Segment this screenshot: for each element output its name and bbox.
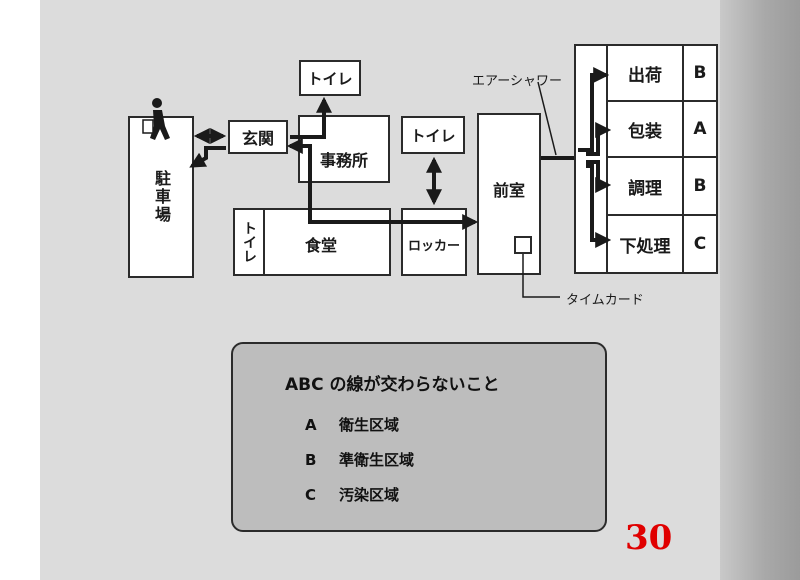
- walking-person-icon: [142, 98, 170, 140]
- room-parking: 駐車場: [128, 116, 194, 278]
- legend-code: A: [305, 416, 317, 434]
- line-genkan-toilet: [290, 96, 332, 139]
- legend-box: [231, 342, 607, 532]
- zone-cooking-code: B: [682, 156, 718, 216]
- room-cafeteria-label: 食堂: [305, 236, 338, 255]
- zone-preprocessing-code: C: [682, 214, 718, 274]
- arrow-genkan-parking-lower: [189, 146, 226, 168]
- room-genkan: 玄関: [228, 120, 288, 154]
- room-toilet-top: トイレ: [299, 60, 361, 96]
- leader-time-card: [522, 254, 560, 298]
- page-number: 30: [625, 518, 673, 558]
- legend-item-a: A 衛生区域: [305, 414, 399, 435]
- legend-label: 準衛生区域: [339, 451, 415, 469]
- arrow-to-preprocessing: [586, 164, 612, 248]
- line-genkan-anteroom: [286, 138, 479, 230]
- legend-code: B: [305, 451, 317, 469]
- legend-item-c: C 汚染区域: [305, 484, 399, 505]
- page-edge-shadow: [720, 0, 800, 580]
- legend-label: 汚染区域: [339, 486, 400, 504]
- legend-item-b: B 準衛生区域: [305, 449, 414, 470]
- legend-code: C: [305, 486, 317, 504]
- zone-packaging-code: A: [682, 100, 718, 158]
- legend-title: ABC の線が交わらないこと: [285, 375, 500, 395]
- time-card-label: タイムカード: [566, 293, 644, 308]
- arrow-to-cooking: [586, 160, 612, 193]
- zone-preprocessing: 下処理: [606, 214, 684, 274]
- time-card-device: [514, 236, 532, 254]
- room-toilet-side: トイレ: [233, 208, 265, 276]
- arrow-to-packaging: [586, 122, 612, 156]
- leader-air-shower: [537, 81, 557, 156]
- arrow-to-shipping: [586, 67, 610, 152]
- legend-label: 衛生区域: [339, 416, 400, 434]
